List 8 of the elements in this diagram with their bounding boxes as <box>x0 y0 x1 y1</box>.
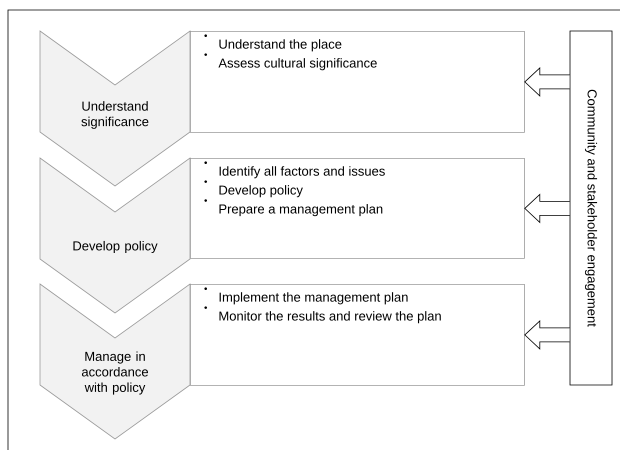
node-label: Manage in accordance with policy <box>82 351 148 395</box>
block-arrow <box>524 320 570 350</box>
block-arrow <box>524 193 570 224</box>
bullet-list-box: Identify all factors and issues Develop policy Prepare a management plan <box>190 158 525 259</box>
engagement-box: Community and stakeholder engagement <box>570 30 612 386</box>
bullet-list-box: Understand the place Assess cultural significance <box>190 31 525 133</box>
bullet-list-box: Implement the management plan Monitor the results and review the plan <box>190 284 525 386</box>
block-arrow <box>524 66 570 97</box>
